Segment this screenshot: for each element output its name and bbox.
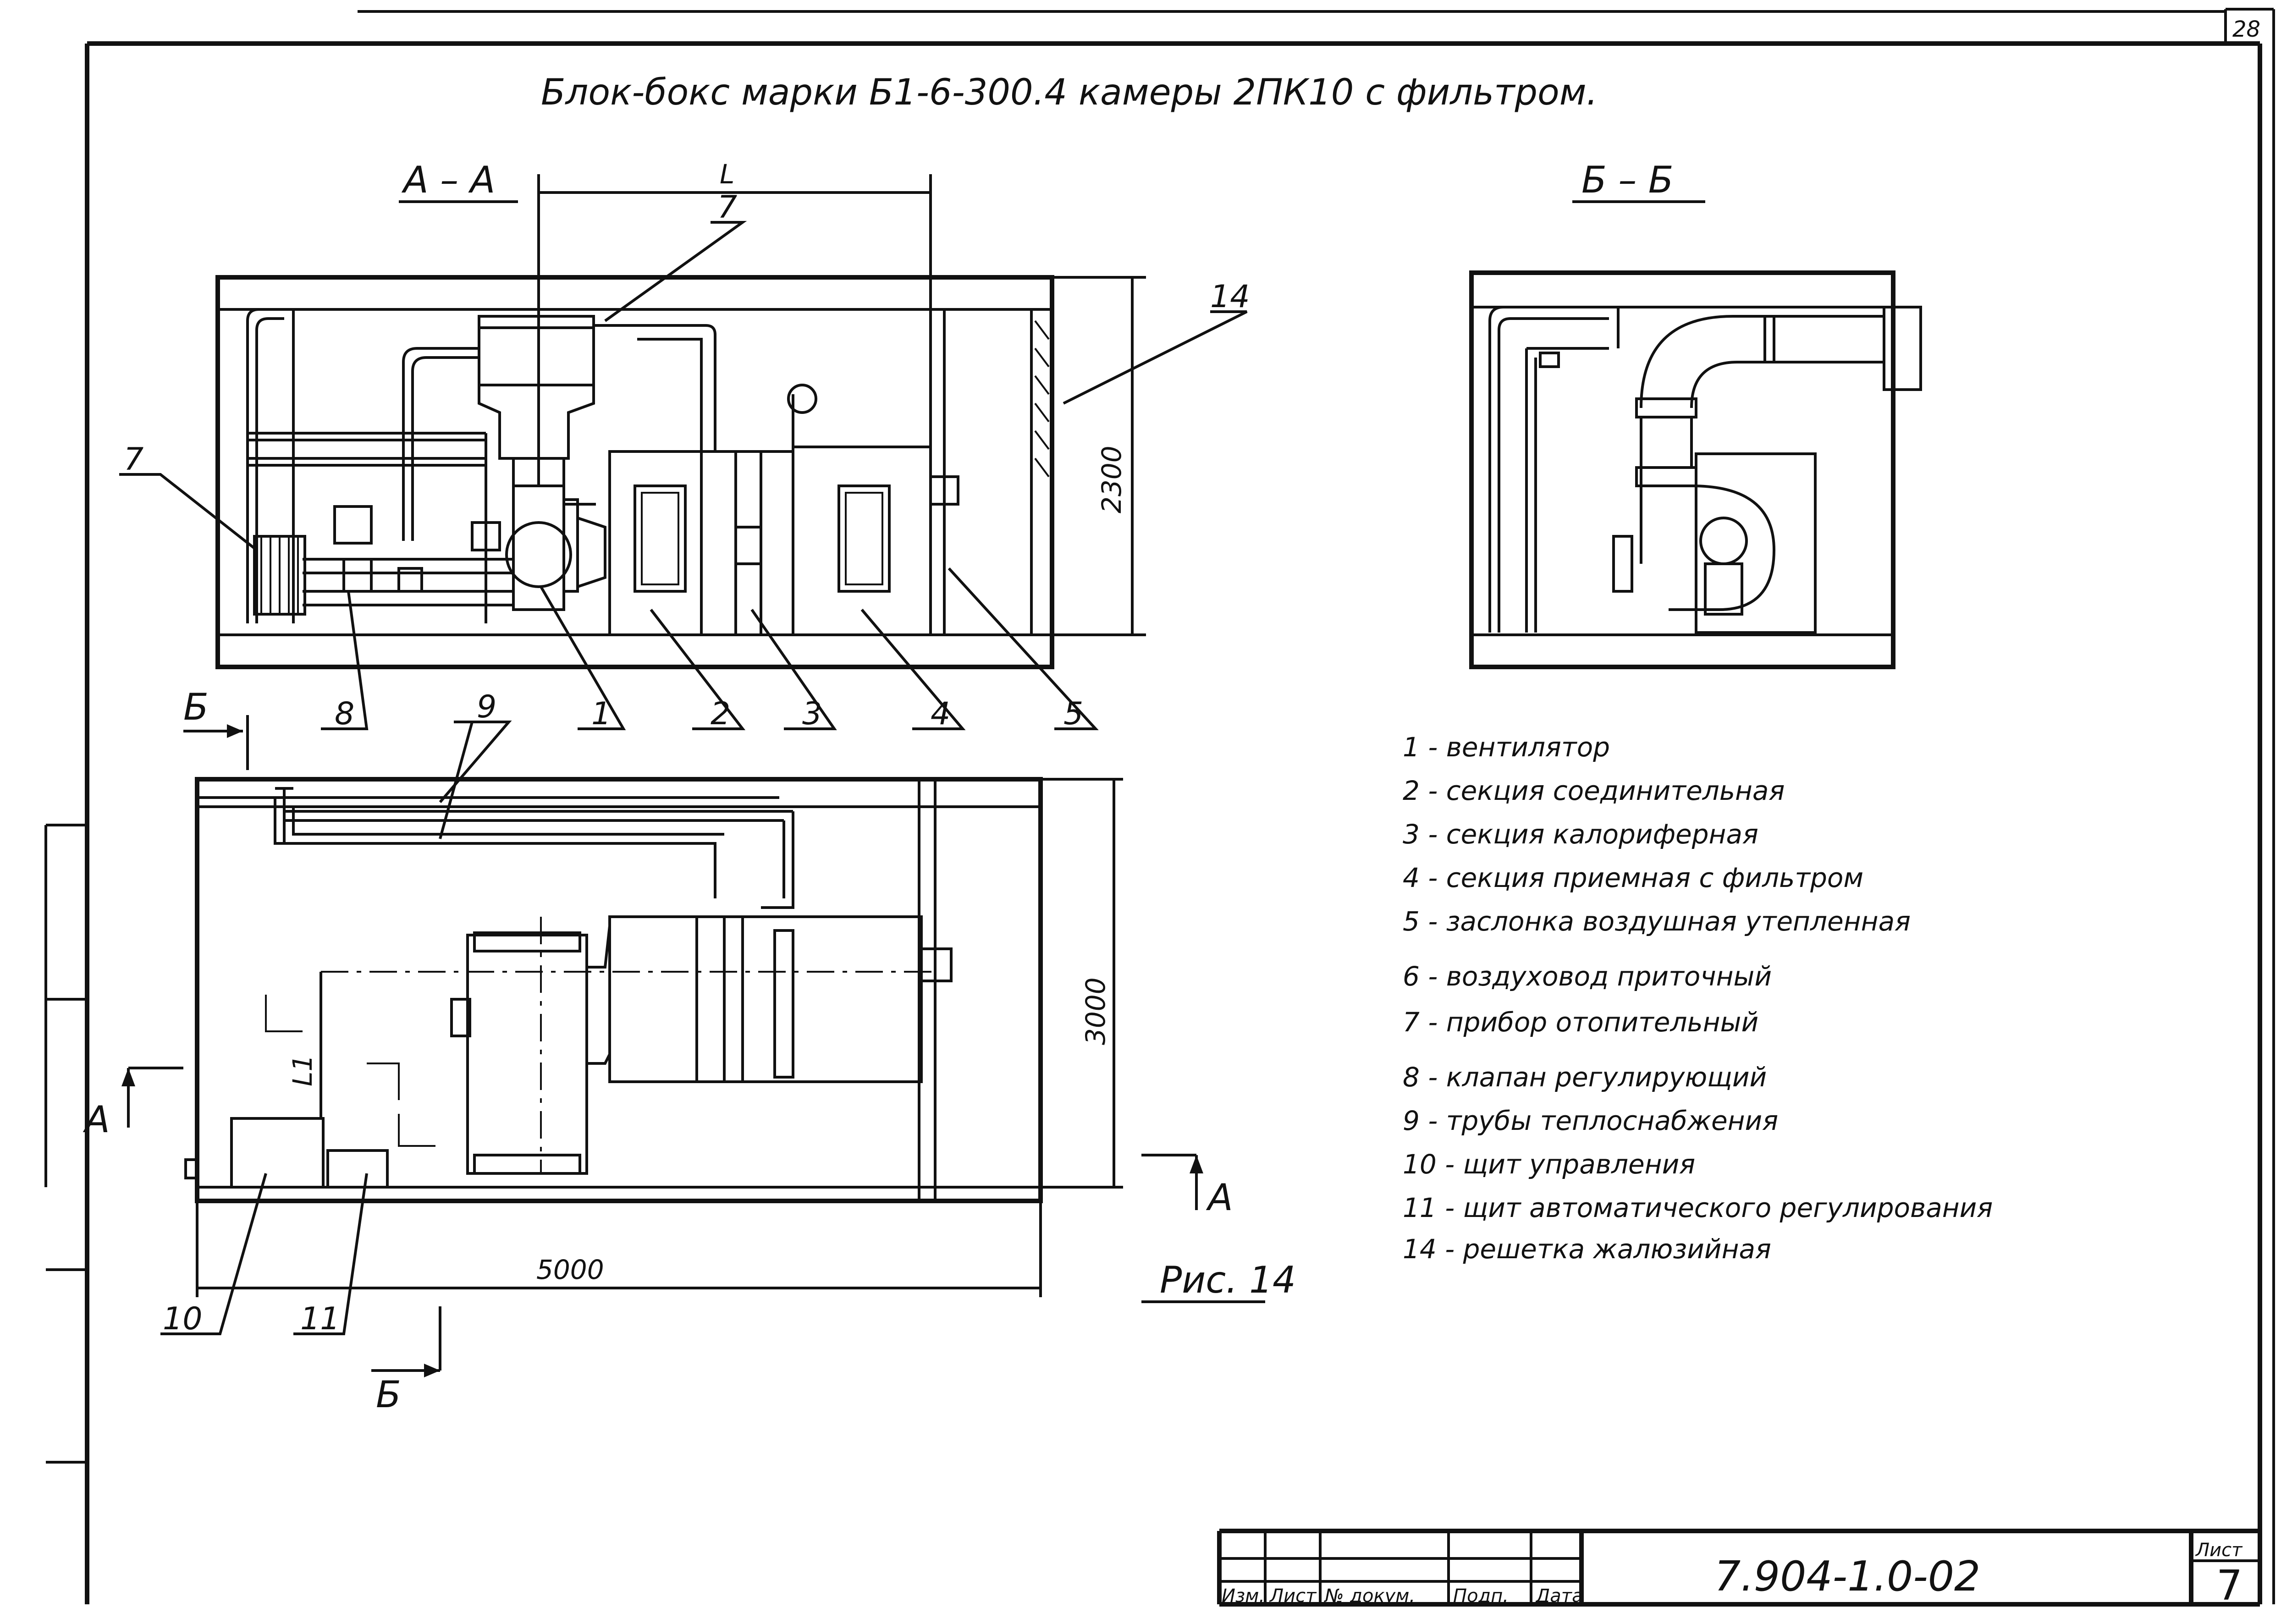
- callout-10: 10: [163, 1301, 203, 1337]
- legend-item: 6 - воздуховод приточный: [1403, 961, 1772, 992]
- title-col-list: Лист: [1269, 1585, 1317, 1607]
- drawing-title: Блок-бокс марки Б1-6-300.4 камеры 2ПК10 …: [541, 72, 1598, 113]
- legend-item: 10 - щит управления: [1403, 1149, 1695, 1180]
- legend-item: 14 - решетка жалюзийная: [1403, 1233, 1771, 1265]
- figure-caption: Рис. 14: [1160, 1259, 1296, 1301]
- callouts-plan: 9 10 11: [160, 689, 512, 1337]
- dim-height: 2300: [1096, 446, 1127, 513]
- legend-item: 2 - секция соединительная: [1403, 775, 1785, 806]
- callout-4: 4: [931, 696, 950, 732]
- legend: 1 - вентилятор 2 - секция соединительная…: [1403, 732, 1993, 1265]
- section-a-label: А – А: [401, 159, 495, 201]
- document-number: 7.904-1.0-02: [1714, 1552, 1980, 1601]
- callout-11: 11: [300, 1301, 340, 1337]
- dim-l1: L1: [287, 1055, 318, 1086]
- cut-a-left: А: [83, 1098, 110, 1141]
- dim-length: 5000: [536, 1254, 604, 1285]
- callout-5: 5: [1063, 696, 1083, 732]
- title-block: [1217, 1529, 2260, 1607]
- section-b-label: Б – Б: [1581, 159, 1674, 201]
- cut-markers: Б Б А А: [83, 686, 1233, 1416]
- legend-item: 8 - клапан регулирующий: [1403, 1062, 1767, 1093]
- cut-b-top: Б: [183, 686, 209, 728]
- dim-width: 3000: [1080, 977, 1111, 1045]
- legend-item: 9 - трубы теплоснабжения: [1403, 1105, 1778, 1136]
- legend-item: 3 - секция калориферная: [1403, 819, 1758, 850]
- callout-8: 8: [335, 696, 354, 732]
- callout-14: 14: [1210, 279, 1250, 315]
- legend-item: 11 - щит автоматического регулирования: [1403, 1192, 1993, 1223]
- dim-l: L: [720, 159, 734, 190]
- sheet-number: 7: [2216, 1562, 2242, 1610]
- section-a-drawing: [215, 275, 1054, 669]
- title-col-izm: Изм.: [1222, 1585, 1265, 1607]
- title-col-doc: № докум.: [1324, 1585, 1415, 1607]
- legend-item: 1 - вентилятор: [1403, 732, 1610, 763]
- title-col-sign: Подп.: [1453, 1585, 1509, 1607]
- callout-9: 9: [477, 689, 496, 725]
- legend-item: 7 - прибор отопительный: [1403, 1007, 1758, 1038]
- callout-3: 3: [802, 696, 822, 732]
- callout-6: 7: [717, 189, 737, 226]
- title-col-date: Дата: [1535, 1585, 1583, 1607]
- callouts-a: 7 14 7 8 1 2 3 4 5: [119, 189, 1250, 732]
- section-b-drawing: [1469, 270, 1922, 669]
- cut-b-bottom: Б: [376, 1373, 401, 1416]
- legend-item: 5 - заслонка воздушная утепленная: [1403, 906, 1911, 937]
- callout-1: 1: [591, 696, 611, 732]
- callout-7: 7: [124, 441, 143, 478]
- callout-2: 2: [711, 696, 730, 732]
- cut-a-right: А: [1206, 1176, 1233, 1219]
- page-number: 28: [2232, 17, 2260, 42]
- sheet-label: Лист: [2195, 1540, 2243, 1561]
- sheet-frame: [44, 8, 2275, 1604]
- plan-view: [184, 777, 1043, 1203]
- legend-item: 4 - секция приемная с фильтром: [1403, 862, 1863, 893]
